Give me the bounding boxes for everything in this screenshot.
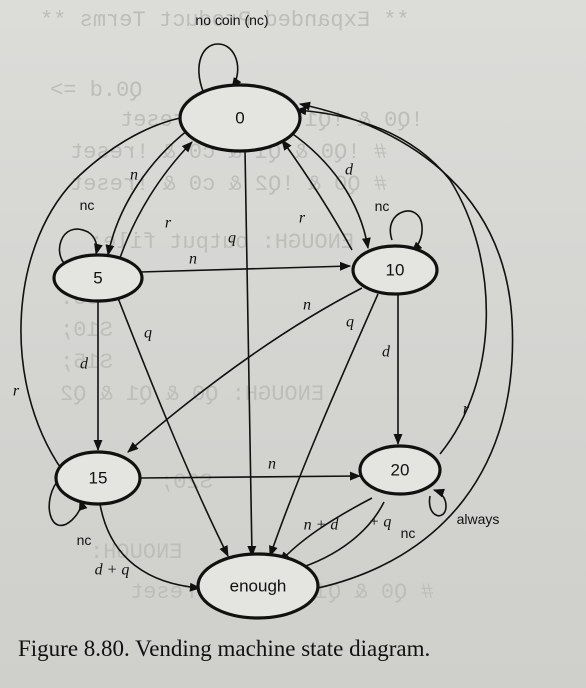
transition-15-enough [99, 503, 202, 592]
transition-label: nc [401, 525, 416, 541]
transition-label: q [144, 325, 152, 342]
transition-5-5 [58, 228, 103, 269]
state-0: 0 [178, 83, 302, 153]
transition-15-0 [20, 112, 194, 471]
transition-label: n [303, 297, 311, 314]
transition-label: r [13, 383, 20, 400]
state-label: 15 [89, 469, 108, 488]
transition-label: q [228, 230, 236, 247]
transition-5-0 [119, 141, 193, 259]
transition-enough-0 [298, 101, 514, 589]
transition-label: no coin (nc) [195, 12, 268, 28]
transition-0-5 [105, 129, 189, 257]
state-5: 5 [52, 253, 144, 303]
state-label: enough [230, 577, 287, 596]
transition-0-enough [244, 149, 257, 558]
transition-0-10 [289, 131, 371, 250]
transition-label: n [189, 251, 197, 268]
transition-label: r [165, 215, 172, 232]
transition-15-15 [48, 477, 88, 527]
transition-label: d + q [95, 562, 130, 579]
transition-label: nc [80, 197, 95, 213]
transition-20-enough-q [292, 501, 385, 572]
state-20: 20 [358, 444, 442, 496]
transition-15-20 [139, 471, 362, 481]
transition-10-0 [281, 139, 353, 251]
state-label: 5 [93, 269, 102, 288]
state-label: 10 [386, 261, 405, 280]
transition-label: r [463, 401, 470, 418]
transition-label: n [268, 456, 276, 473]
transition-label: r [299, 210, 306, 227]
transition-10-10 [389, 210, 423, 253]
transition-5-10 [139, 261, 352, 273]
transition-20-20 [428, 488, 447, 517]
transition-10-enough [269, 293, 379, 558]
transition-label: + q [369, 514, 392, 531]
transition-0-0 [198, 43, 242, 99]
transition-10-15 [127, 287, 363, 453]
transition-label: n [130, 167, 138, 184]
transition-label: always [457, 511, 500, 527]
transition-label: n + d [304, 517, 340, 534]
transition-label: d [382, 344, 391, 361]
state-diagram: no coin (nc) n r d r q nc n d q nc [13, 12, 514, 620]
state-label: 0 [235, 109, 244, 128]
transition-label: d [345, 162, 354, 179]
transition-20-enough-nd [279, 497, 373, 563]
state-15: 15 [54, 450, 142, 506]
transition-label: nc [375, 198, 390, 214]
state-label: 20 [391, 461, 410, 480]
figure-caption: Figure 8.80. Vending machine state diagr… [18, 636, 431, 661]
transition-label: d [80, 356, 89, 373]
transition-label: nc [77, 532, 92, 548]
transition-label: q [346, 314, 354, 331]
state-10: 10 [351, 244, 439, 296]
state-enough: enough [196, 552, 320, 620]
transition-5-enough [117, 297, 229, 558]
